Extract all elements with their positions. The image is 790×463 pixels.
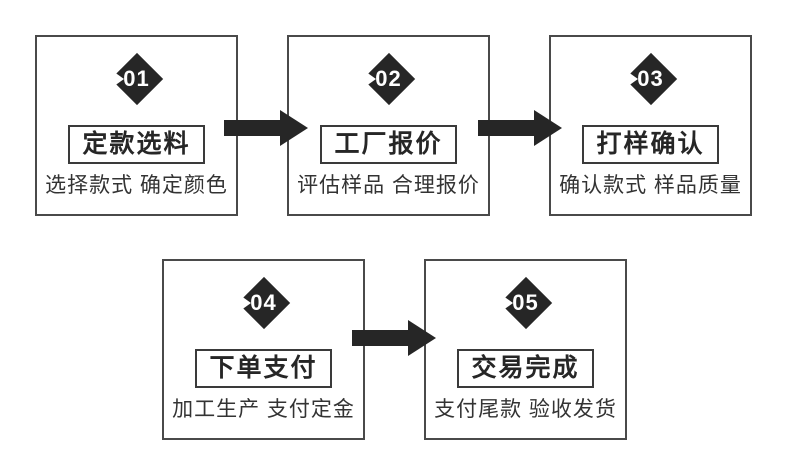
arrow-shaft bbox=[352, 330, 410, 346]
step-box-5: 05 交易完成 支付尾款 验收发货 bbox=[424, 259, 627, 440]
step-subtitle: 支付尾款 验收发货 bbox=[434, 398, 617, 422]
arrow-shaft bbox=[224, 120, 282, 136]
step-box-3: 03 打样确认 确认款式 样品质量 bbox=[549, 35, 752, 216]
step-label: 定款选料 bbox=[68, 125, 205, 165]
diamond-notch-icon bbox=[498, 293, 513, 313]
diamond-notch-icon bbox=[623, 69, 638, 89]
step-box-1: 01 定款选料 选择款式 确定颜色 bbox=[35, 35, 238, 216]
step-number: 02 bbox=[375, 66, 402, 91]
arrow-right-icon bbox=[224, 110, 308, 146]
arrow-right-icon bbox=[478, 110, 562, 146]
step-label: 打样确认 bbox=[582, 125, 719, 165]
step-number-badge: 02 bbox=[361, 52, 417, 106]
step-subtitle: 评估样品 合理报价 bbox=[297, 174, 480, 198]
step-box-2: 02 工厂报价 评估样品 合理报价 bbox=[287, 35, 490, 216]
arrow-right-icon bbox=[352, 320, 436, 356]
diamond-notch-icon bbox=[109, 69, 124, 89]
diamond-notch-icon bbox=[236, 293, 251, 313]
arrow-shaft bbox=[478, 120, 536, 136]
step-subtitle: 加工生产 支付定金 bbox=[172, 398, 355, 422]
step-number-badge: 01 bbox=[109, 52, 165, 106]
arrow-head bbox=[280, 110, 308, 146]
step-subtitle: 确认款式 样品质量 bbox=[559, 174, 742, 198]
step-number: 01 bbox=[123, 66, 150, 91]
step-label: 交易完成 bbox=[457, 349, 594, 389]
step-number: 04 bbox=[250, 290, 277, 315]
step-subtitle: 选择款式 确定颜色 bbox=[45, 174, 228, 198]
step-number-badge: 05 bbox=[498, 276, 554, 330]
step-number-badge: 04 bbox=[236, 276, 292, 330]
step-number-badge: 03 bbox=[623, 52, 679, 106]
step-label: 工厂报价 bbox=[320, 125, 457, 165]
arrow-head bbox=[534, 110, 562, 146]
step-number: 03 bbox=[637, 66, 664, 91]
step-number: 05 bbox=[512, 290, 539, 315]
step-label: 下单支付 bbox=[195, 349, 332, 389]
step-box-4: 04 下单支付 加工生产 支付定金 bbox=[162, 259, 365, 440]
arrow-head bbox=[408, 320, 436, 356]
diamond-notch-icon bbox=[361, 69, 376, 89]
